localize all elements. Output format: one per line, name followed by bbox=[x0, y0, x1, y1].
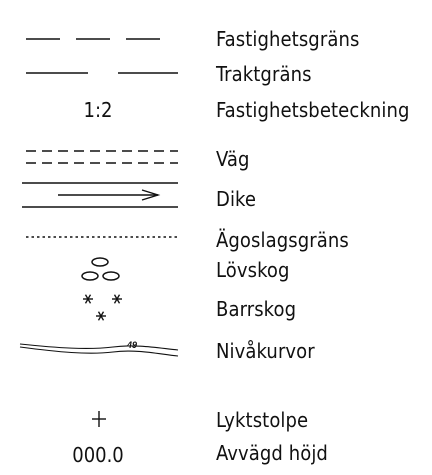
dashed-line-icon bbox=[26, 38, 176, 40]
dashed-line-symbol bbox=[18, 24, 178, 54]
land-use-boundary-symbol bbox=[18, 222, 178, 252]
legend-label: Lövskog bbox=[216, 258, 290, 282]
ellipses-icon bbox=[81, 257, 120, 281]
legend-label: Avvägd höjd bbox=[216, 441, 328, 465]
elevation-value-text: 000.0 bbox=[72, 443, 124, 467]
dotted-line-icon bbox=[26, 236, 178, 238]
contour-lines-icon: 49 bbox=[19, 340, 179, 357]
coniferous-forest-symbol bbox=[18, 286, 178, 321]
legend-label: Lyktstolpe bbox=[216, 408, 309, 432]
arrow-between-lines-icon bbox=[22, 182, 178, 208]
road-symbol bbox=[18, 143, 178, 173]
deciduous-forest-symbol bbox=[18, 254, 178, 284]
legend-label: Fastighetsgräns bbox=[216, 27, 360, 51]
legend-label: Traktgräns bbox=[216, 62, 312, 86]
contour-lines-symbol: 49 bbox=[18, 336, 179, 366]
legend-label: Barrskog bbox=[216, 297, 297, 321]
plus-mark-icon bbox=[92, 411, 106, 427]
wide-dashed-line-symbol bbox=[18, 58, 178, 88]
asterisks-icon bbox=[83, 294, 122, 321]
double-dashed-line-icon bbox=[26, 150, 178, 164]
ditch-symbol bbox=[18, 181, 178, 211]
legend-label: Dike bbox=[216, 187, 257, 211]
property-designation-text: 1:2 bbox=[83, 98, 113, 122]
street-lamp-symbol bbox=[18, 407, 178, 437]
legend-label: Väg bbox=[216, 147, 250, 171]
contour-height-label: 49 bbox=[126, 340, 137, 350]
wide-dashed-line-icon bbox=[26, 72, 178, 74]
legend-label: Ägoslagsgräns bbox=[216, 228, 349, 252]
legend-label: Nivåkurvor bbox=[216, 339, 315, 363]
legend-label: Fastighetsbeteckning bbox=[216, 98, 410, 122]
